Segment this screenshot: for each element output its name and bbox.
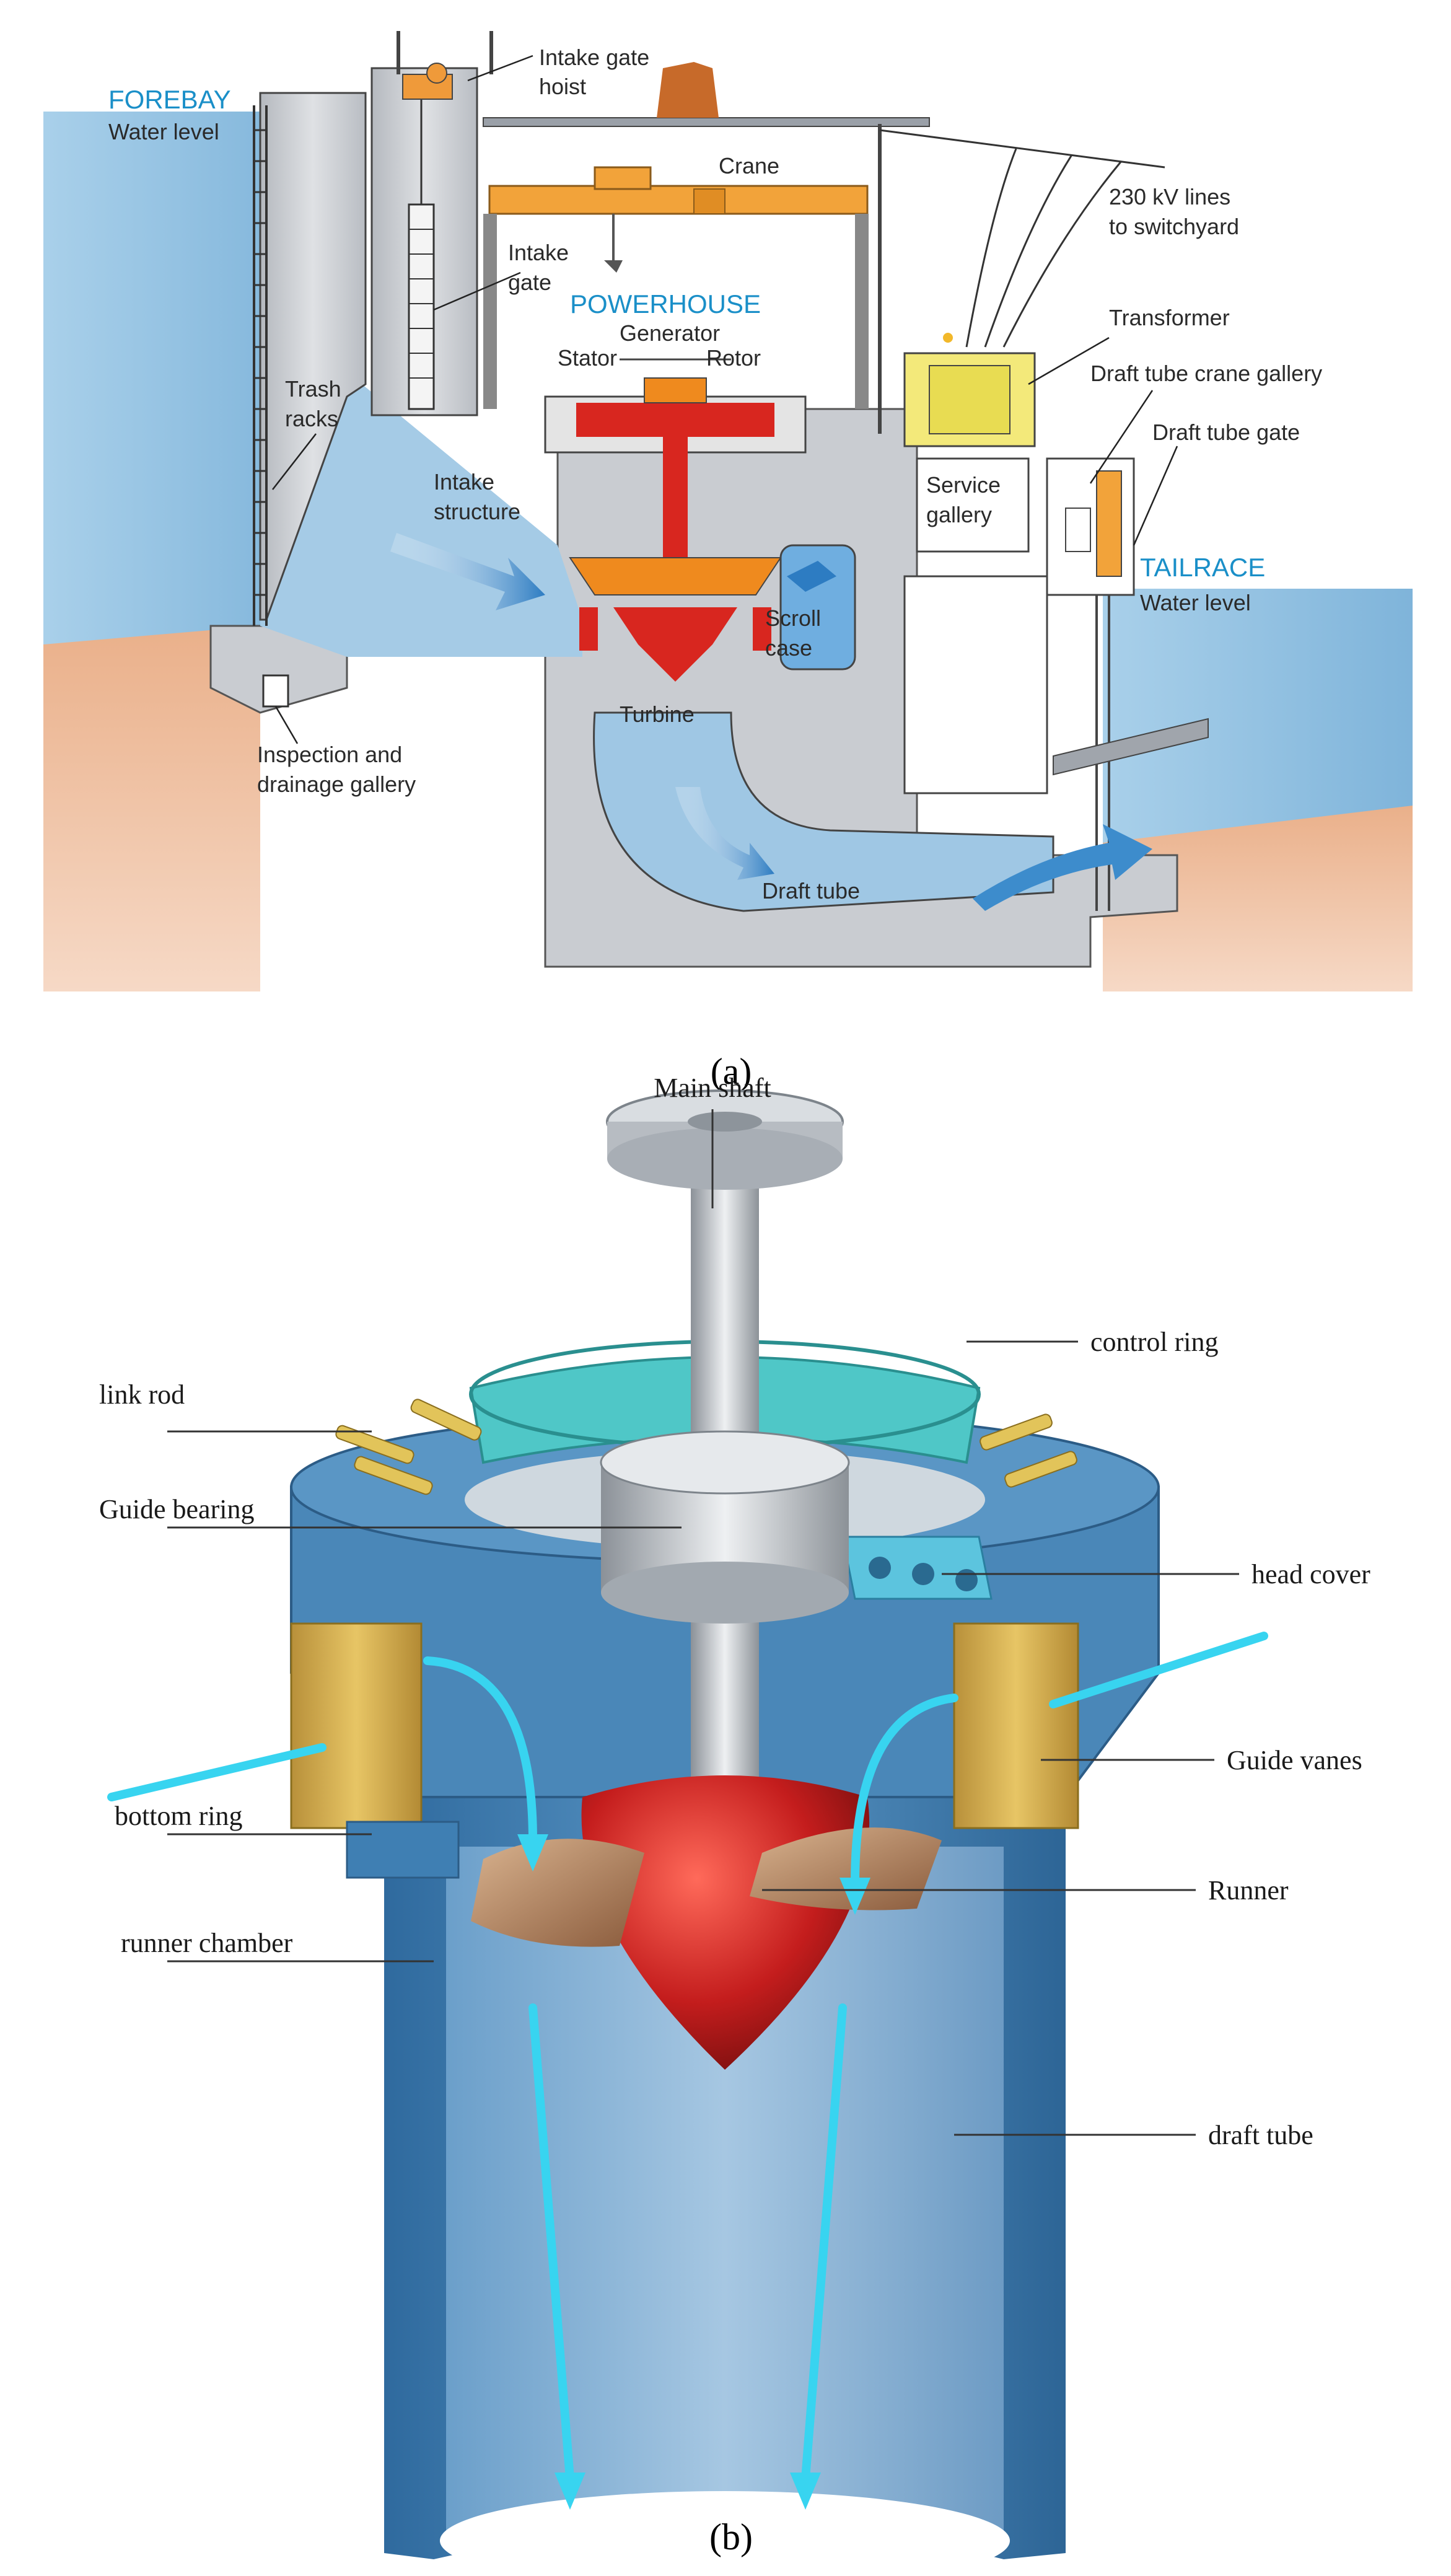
turbine-cutaway-diagram: Main shaft control ring link rod Guide b… (99, 1073, 1370, 2576)
caption-a-text: (a) (710, 1051, 752, 1092)
label-guide-vanes: Guide vanes (1227, 1745, 1362, 1775)
head-cover-bolt-2 (912, 1563, 934, 1585)
label-link-rod: link rod (99, 1379, 185, 1410)
draft-tube-outlet (440, 2491, 1010, 2576)
label-turbine: Turbine (620, 701, 695, 727)
label-control-ring: control ring (1090, 1327, 1219, 1357)
guide-bearing-bottom (601, 1562, 849, 1624)
leader-lines-b (167, 1109, 1239, 2136)
label-intake-gate-hoist-2: hoist (539, 74, 586, 99)
label-rotor: Rotor (706, 345, 761, 371)
generator (544, 358, 807, 595)
intake-tower (259, 92, 367, 621)
label-intake-structure-2: structure (434, 499, 520, 524)
draft-tube-gate-structure (1046, 457, 1135, 911)
shaft-center (688, 1112, 762, 1132)
turbine (569, 557, 782, 682)
label-scroll-case-1: Scroll (765, 605, 821, 631)
label-guide-bearing: Guide bearing (99, 1494, 254, 1524)
label-inspection-2: drainage gallery (257, 771, 416, 797)
leader-lines-a (272, 55, 1178, 744)
label-intake-gate-2: gate (508, 270, 551, 295)
label-forebay: FOREBAY (108, 85, 231, 114)
label-scroll-case-2: case (765, 635, 812, 661)
draft-flow-arrow (675, 787, 774, 880)
draft-tube-inner (446, 1847, 1004, 2541)
caption-panel-b: (b) (688, 2516, 774, 2559)
roof-vent (657, 62, 719, 118)
powerhouse-diagram: Intake gate hoist FOREBAY Water level Cr… (43, 31, 1413, 991)
label-draft-tube-crane-gallery: Draft tube crane gallery (1090, 361, 1322, 386)
lower-gallery (903, 575, 1048, 794)
label-trash-racks-1: Trash (285, 376, 341, 402)
label-runner: Runner (1208, 1875, 1289, 1906)
guide-vane-right (953, 1622, 1079, 1829)
label-transformer: Transformer (1109, 305, 1230, 330)
label-intake-structure-1: Intake (434, 469, 494, 495)
label-generator: Generator (620, 320, 720, 346)
head-cover-bolt-3 (955, 1569, 978, 1591)
arrowhead-outlet-left (555, 2473, 585, 2510)
scroll-flow-icon (787, 561, 836, 592)
guide-vane-left (290, 1622, 423, 1829)
tailrace-beam (1053, 718, 1209, 776)
label-forebay-water-level: Water level (108, 119, 219, 144)
powerhouse-roof (483, 117, 930, 127)
tailrace-water (1103, 589, 1413, 849)
guide-bearing-top (600, 1430, 850, 1495)
intake-gate (408, 93, 435, 410)
bottom-ring (346, 1821, 460, 1879)
label-trash-racks-2: racks (285, 406, 338, 431)
label-230kv-lines-1: 230 kV lines (1109, 184, 1230, 209)
label-tailrace-water-level: Water level (1140, 590, 1251, 615)
label-crane: Crane (719, 153, 779, 178)
label-tailrace: TAILRACE (1140, 553, 1265, 582)
link-rods (335, 1399, 1077, 1495)
head-cover-bolt-1 (869, 1557, 891, 1579)
label-service-gallery-2: gallery (926, 502, 992, 527)
draft-tube-channel (593, 711, 1054, 912)
label-230kv-lines-2: to switchyard (1109, 214, 1239, 239)
flow-arrows (107, 1632, 1268, 2483)
arrowhead-left (517, 1834, 548, 1871)
shaft-flange-bottom (607, 1128, 843, 1190)
arrowhead-right (839, 1878, 870, 1915)
label-service-gallery-1: Service (926, 472, 1001, 498)
label-draft-tube-b: draft tube (1208, 2120, 1313, 2150)
panel-a-powerhouse-cross-section: Intake gate hoist FOREBAY Water level Cr… (0, 0, 1451, 1092)
label-head-cover: head cover (1252, 1559, 1370, 1589)
earth-right (1103, 806, 1413, 991)
power-lines (879, 129, 1165, 348)
trash-racks (253, 105, 268, 626)
label-stator: Stator (558, 345, 617, 371)
service-gallery (916, 457, 1030, 553)
label-main-shaft: Main shaft (654, 1073, 771, 1103)
runner-blade-left (471, 1839, 644, 1947)
panel-b-turbine-cutaway: Main shaft control ring link rod Guide b… (0, 1066, 1451, 2576)
intake-gate-hoist (397, 31, 493, 100)
intake-flow-arrow (390, 533, 545, 610)
label-runner-chamber: runner chamber (121, 1928, 293, 1958)
label-powerhouse: POWERHOUSE (570, 289, 761, 319)
caption-b-text: (b) (709, 2517, 753, 2557)
earth-left (43, 626, 260, 991)
label-draft-tube: Draft tube (762, 878, 860, 903)
transformer (903, 333, 1036, 447)
tailrace-flow-arrow (973, 824, 1152, 911)
caption-panel-a: (a) (688, 1050, 774, 1093)
label-intake-gate-1: Intake (508, 240, 569, 265)
crane (483, 166, 869, 409)
label-intake-gate-hoist-1: Intake gate (539, 45, 649, 70)
label-draft-tube-gate: Draft tube gate (1152, 420, 1300, 445)
inspection-gallery (262, 674, 289, 708)
arrowhead-outlet-right (790, 2473, 821, 2510)
label-bottom-ring: bottom ring (115, 1801, 243, 1831)
label-inspection-1: Inspection and (257, 742, 402, 767)
